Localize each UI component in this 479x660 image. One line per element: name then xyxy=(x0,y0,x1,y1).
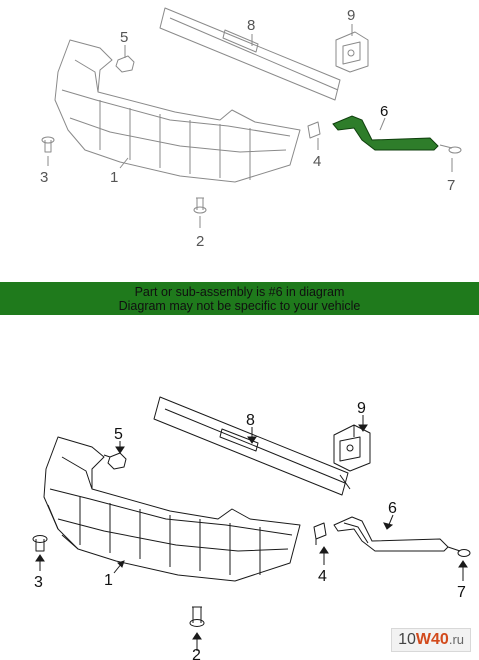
screw-7-faded xyxy=(439,144,462,154)
watermark-part-2: W40 xyxy=(415,631,449,648)
banner-line-1: Part or sub-assembly is #6 in diagram xyxy=(134,285,345,299)
leader-arrows xyxy=(35,415,468,651)
site-watermark: 10W40.ru xyxy=(391,628,471,652)
callout-7: 7 xyxy=(457,584,466,601)
callout-9: 9 xyxy=(357,400,366,417)
info-banner: Part or sub-assembly is #6 in diagram Di… xyxy=(0,282,479,315)
reinforcement-beam xyxy=(153,396,351,496)
bracket-6 xyxy=(333,516,449,552)
callout-9-faded: 9 xyxy=(347,7,355,24)
callout-7-faded: 7 xyxy=(447,177,455,194)
callout-2: 2 xyxy=(192,647,201,660)
bracket-9-faded xyxy=(335,31,369,73)
clip-4 xyxy=(313,522,327,545)
bracket-9 xyxy=(333,424,371,472)
screw-3-faded xyxy=(41,136,55,153)
nut-5 xyxy=(103,452,127,470)
screw-7 xyxy=(447,546,471,557)
callout-8: 8 xyxy=(246,412,255,429)
diagram-full: 3 1 2 5 8 9 6 4 7 xyxy=(0,385,479,660)
callout-4: 4 xyxy=(318,568,327,585)
callout-3-faded: 3 xyxy=(40,169,48,186)
leader-lines-faded xyxy=(47,24,453,228)
callout-1: 1 xyxy=(104,572,113,589)
callout-6: 6 xyxy=(388,500,397,517)
callout-6-faded: 6 xyxy=(380,103,388,120)
nut-5-faded xyxy=(115,55,135,73)
diagram-faded-svg: 3 1 2 5 8 9 6 4 7 xyxy=(40,7,462,250)
bumper-cover-faded xyxy=(54,39,301,183)
clip-4-faded xyxy=(307,121,321,139)
bumper-cover xyxy=(43,436,301,582)
callout-5: 5 xyxy=(114,426,123,443)
screw-2 xyxy=(189,606,205,627)
reinforcement-beam-faded xyxy=(159,7,341,101)
highlighted-bracket-6 xyxy=(332,115,439,151)
diagram-full-svg: 3 1 2 5 8 9 6 4 7 xyxy=(32,396,471,660)
banner-line-2: Diagram may not be specific to your vehi… xyxy=(118,299,361,313)
watermark-part-3: .ru xyxy=(448,632,464,647)
callout-3: 3 xyxy=(34,574,43,591)
callout-5-faded: 5 xyxy=(120,29,128,46)
callout-8-faded: 8 xyxy=(247,17,255,34)
diagram-faded: 3 1 2 5 8 9 6 4 7 xyxy=(0,0,479,278)
screw-3 xyxy=(32,535,48,552)
callout-2-faded: 2 xyxy=(196,233,204,250)
callout-4-faded: 4 xyxy=(313,153,321,170)
callout-1-faded: 1 xyxy=(110,169,118,186)
watermark-part-1: 10 xyxy=(398,631,416,648)
screw-2-faded xyxy=(193,197,207,214)
